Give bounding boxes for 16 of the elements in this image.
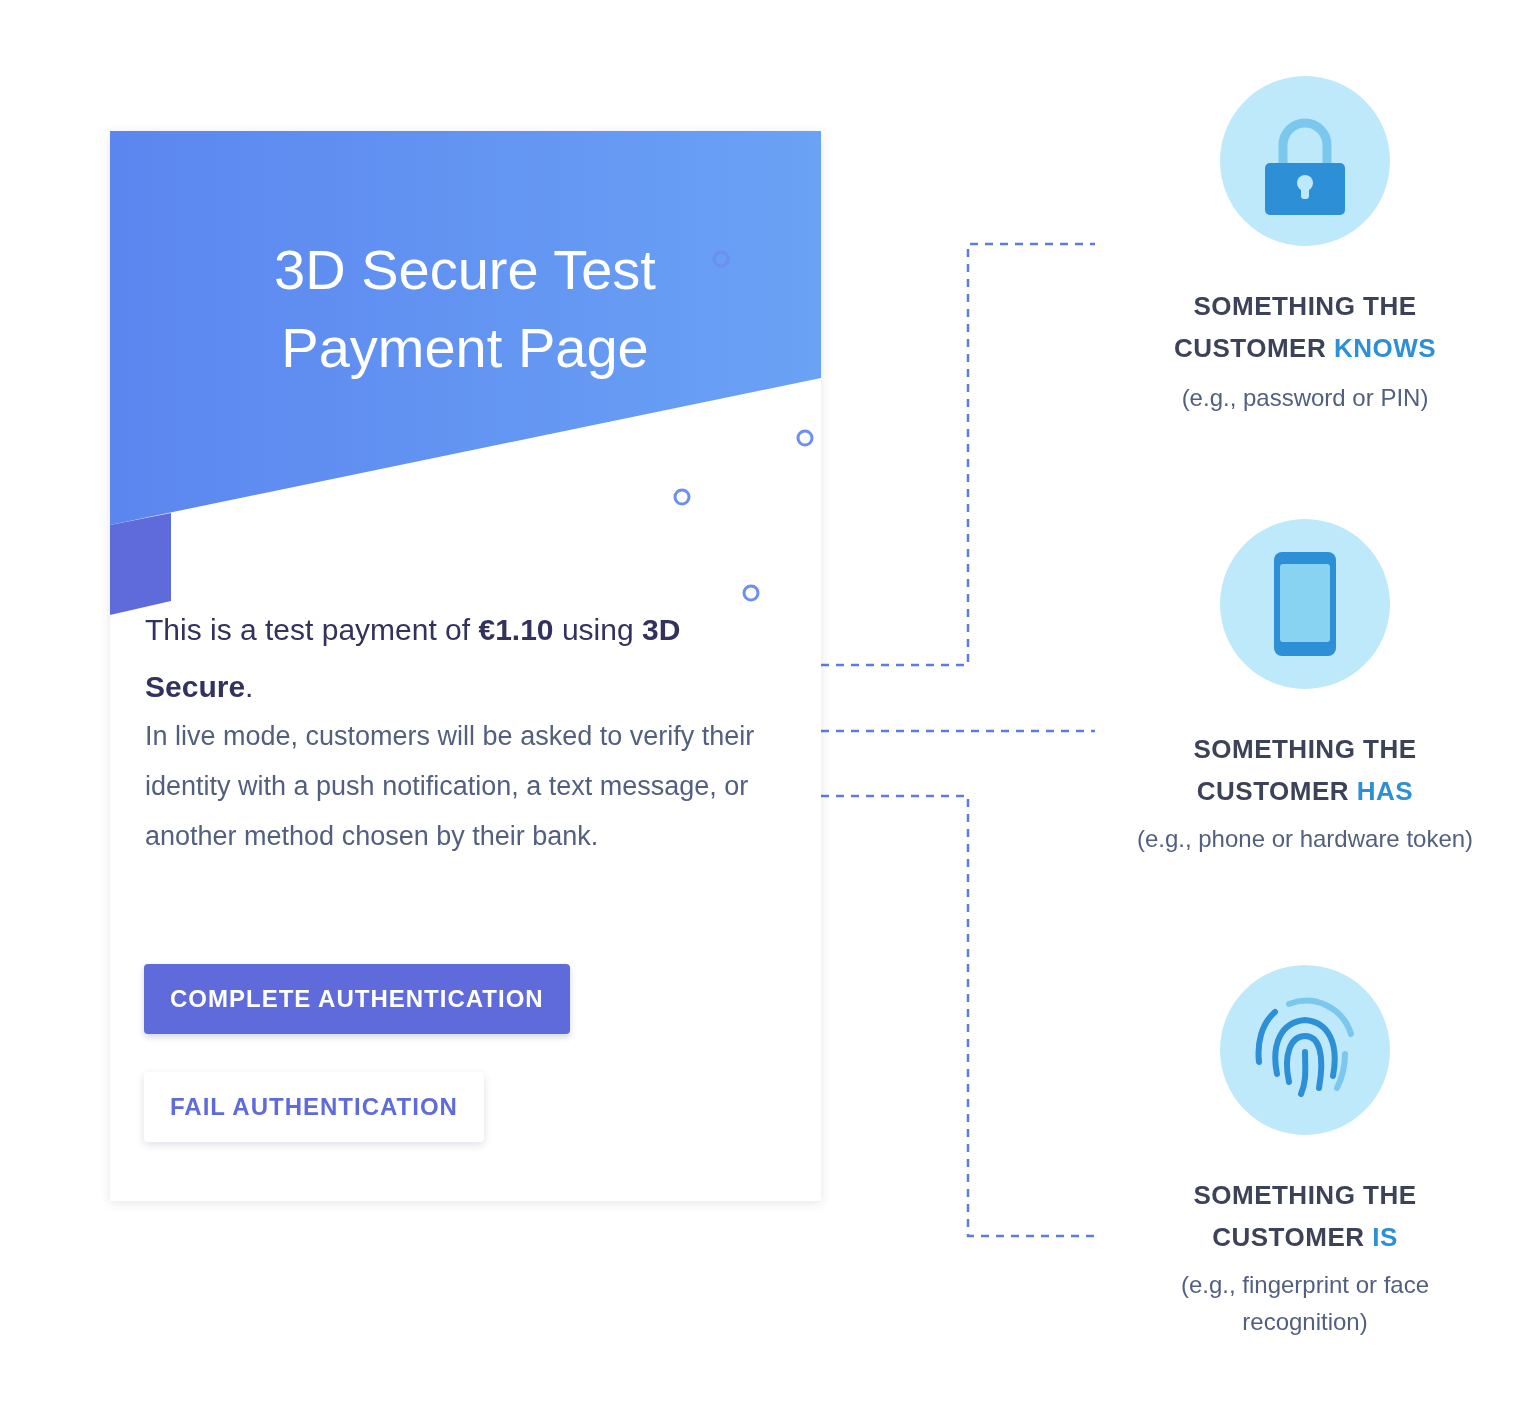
factor-heading: SOMETHING THE CUSTOMER IS <box>1192 1179 1418 1254</box>
connector-line <box>821 729 1095 733</box>
factor-example: (e.g., fingerprint or face recognition) <box>1179 1270 1431 1337</box>
fail-authentication-button: FAIL AUTHENTICATION <box>144 1072 484 1142</box>
payment-summary: This is a test payment of €1.10 using 3D Secure. <box>145 612 682 705</box>
connector-line <box>821 794 1095 1238</box>
connector-line <box>821 242 1095 667</box>
description-text: In live mode, customers will be asked to verify their identity with a push notification, a text message, or another method chosen by their bank. <box>145 720 756 853</box>
factor-example: (e.g., password or PIN) <box>1180 383 1430 413</box>
node-label: FAIL AUTHENTICATION <box>170 1093 458 1120</box>
factor-heading: SOMETHING THE CUSTOMER HAS <box>1192 733 1418 808</box>
complete-authentication-button: COMPLETE AUTHENTICATION <box>144 964 570 1034</box>
payment-card <box>110 131 821 1201</box>
page-title: 3D Secure Test Payment Page <box>273 237 657 381</box>
factor-example: (e.g., phone or hardware token) <box>1135 824 1475 854</box>
factor-heading: SOMETHING THE CUSTOMER KNOWS <box>1172 290 1438 365</box>
